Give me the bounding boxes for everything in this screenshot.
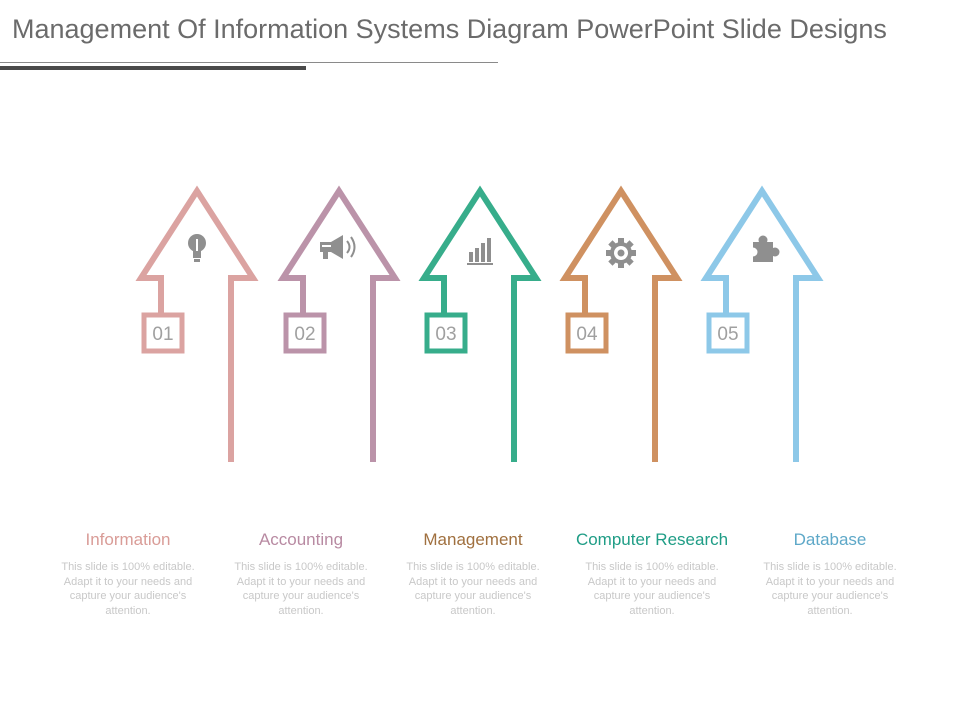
step-number-5: 05 [717, 324, 738, 345]
arrow-outline-3 [418, 185, 542, 462]
slide-title: Management Of Information Systems Diagra… [12, 14, 887, 44]
arrow-outline-1 [135, 185, 259, 462]
number-box-2 [283, 312, 327, 354]
lightbulb-icon [188, 234, 206, 262]
step-label-5: Database [793, 530, 867, 549]
arrow-outline-5 [700, 185, 824, 462]
arrow-outline-2 [277, 185, 401, 462]
gear-icon [606, 238, 636, 268]
arrow-outline-4 [559, 185, 683, 462]
number-box-5 [706, 312, 750, 354]
step-label-2: Accounting [258, 530, 344, 549]
title-underline-thick [0, 66, 306, 70]
step-number-1: 01 [152, 324, 173, 345]
bar-chart-icon [467, 238, 493, 265]
step-label-3: Management [423, 530, 523, 549]
step-description-2: This slide is 100% editable. Adapt it to… [234, 561, 368, 617]
step-number-2: 02 [294, 324, 315, 345]
step-arrow-4: 04 [559, 185, 683, 462]
step-arrow-2: 02 [277, 185, 401, 462]
puzzle-icon [748, 235, 780, 262]
step-description-5: This slide is 100% editable. Adapt it to… [763, 561, 897, 617]
step-label-1: Information [85, 530, 171, 549]
step-description-4: This slide is 100% editable. Adapt it to… [585, 561, 719, 617]
megaphone-icon [320, 235, 356, 259]
step-arrow-1: 01 [135, 185, 259, 462]
step-label-4: Computer Research [575, 530, 729, 549]
number-box-1 [141, 312, 185, 354]
step-description-1: This slide is 100% editable. Adapt it to… [61, 561, 195, 617]
step-number-4: 04 [576, 324, 598, 345]
title-underline-thin [0, 62, 498, 63]
step-arrow-3: 03 [418, 185, 542, 462]
step-number-3: 03 [435, 324, 456, 345]
number-box-4 [565, 312, 609, 354]
step-description-3: This slide is 100% editable. Adapt it to… [406, 561, 540, 617]
number-box-3 [424, 312, 468, 354]
step-arrow-5: 05 [700, 185, 824, 462]
